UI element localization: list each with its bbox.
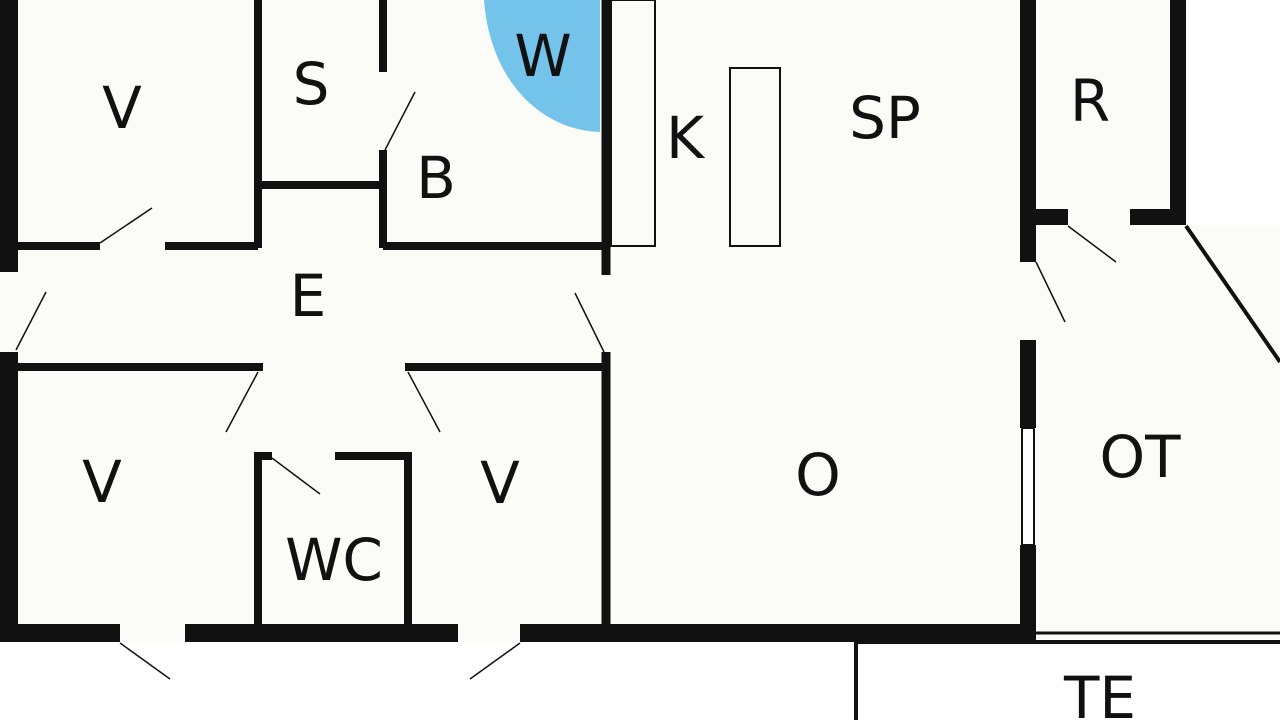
door-swing	[469, 642, 521, 680]
room-label-room-right: R	[1070, 67, 1110, 135]
windows	[1021, 427, 1035, 546]
kitchen-island	[729, 67, 781, 247]
room-label-hallway: E	[290, 262, 327, 330]
door-swing	[1035, 261, 1066, 323]
room-label-bedroom-top-left: V	[102, 74, 142, 142]
room-label-shower: W	[514, 22, 571, 90]
room-label-toilet: WC	[285, 526, 383, 594]
door-swing	[119, 642, 171, 680]
room-label-living: O	[795, 441, 841, 509]
shower-area	[484, 0, 600, 132]
room-label-dining: SP	[849, 84, 921, 152]
door-swing	[271, 457, 321, 495]
outside-area-right	[1190, 0, 1280, 225]
room-label-bedroom-bottom-left: V	[82, 448, 122, 516]
room-label-storage: S	[293, 50, 330, 118]
room-label-kitchen: K	[666, 104, 706, 172]
door-swing	[574, 292, 605, 353]
room-label-terrace: TE	[1063, 664, 1136, 720]
room-label-bathroom: B	[416, 144, 456, 212]
kitchen-counters	[610, 0, 781, 247]
door-swing	[407, 371, 441, 433]
door-swings	[15, 91, 1117, 680]
room-labels: V S W B K SP R E O OT V WC V TE	[82, 22, 1181, 720]
door-swing	[384, 91, 416, 151]
door-swing	[99, 207, 153, 244]
kitchen-counter	[610, 0, 656, 247]
door-swing	[15, 291, 47, 351]
door-swing	[1067, 225, 1117, 263]
room-label-outdoor-area: OT	[1099, 423, 1181, 491]
outside-area-bottom	[0, 642, 1280, 720]
window-living-right	[1021, 427, 1035, 546]
door-swing	[225, 371, 259, 433]
room-label-bedroom-bottom-middle: V	[480, 449, 520, 517]
